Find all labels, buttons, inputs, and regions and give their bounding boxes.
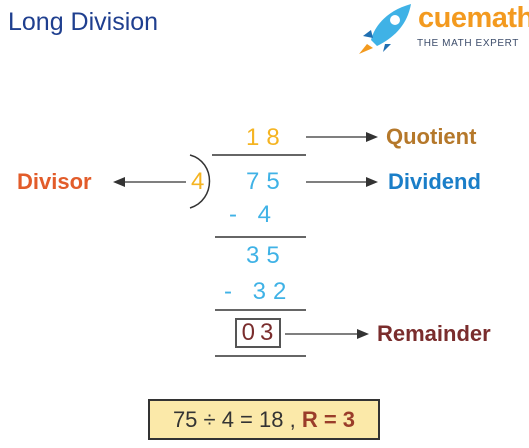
divisor-label: Divisor [17, 169, 92, 194]
division-bracket [189, 154, 211, 209]
equation-remainder: R = 3 [301, 407, 356, 432]
page-title: Long Division [8, 8, 159, 36]
dividend-arrow [306, 177, 378, 187]
quotient-digits: 18 [246, 124, 287, 151]
logo-tagline: THE MATH EXPERT [417, 38, 519, 49]
divisor-arrow [113, 177, 186, 187]
quotient-arrow [306, 132, 378, 142]
remainder-box: 03 [235, 318, 281, 348]
rocket-icon [359, 4, 411, 54]
divisor-digit: 4 [191, 168, 212, 195]
dividend-label: Dividend [388, 169, 481, 194]
subtract-step-1: - 4 [229, 201, 279, 228]
subtract-step-2: - 32 [224, 278, 294, 305]
remainder-arrow [285, 329, 369, 339]
remainder-label: Remainder [377, 321, 491, 346]
step-2-value: 35 [246, 242, 287, 269]
dividend-digits: 75 [246, 168, 287, 195]
equation-box: 75 ÷ 4 = 18 , R = 3 [148, 399, 380, 440]
quotient-label: Quotient [386, 124, 477, 149]
equation-expression: 75 ÷ 4 = 18 , [172, 407, 296, 432]
logo-wordmark: cuemath [418, 2, 529, 34]
